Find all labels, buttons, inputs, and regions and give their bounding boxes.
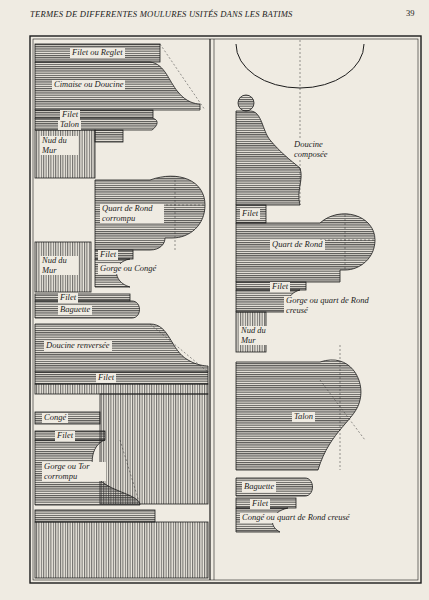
moulding-label: Filet [60, 110, 80, 120]
moulding-label: Doucine composée [292, 140, 340, 159]
moulding-label: Filet [250, 499, 270, 509]
plate-title: TERMES DE DIFFERENTES MOULURES USITÉS DA… [30, 9, 293, 19]
moulding-label: Filet [55, 431, 75, 441]
moulding-label: Cimaise ou Doucine [52, 80, 125, 90]
moulding-label: Nud du Mur [40, 136, 78, 155]
moulding-label: Filet [98, 250, 118, 260]
moulding-label: Quart de Rond [270, 240, 325, 250]
moulding-label: Baguette [242, 482, 276, 492]
moulding-label: Nud du Mur [40, 256, 78, 275]
moulding-label: Talon [292, 412, 315, 422]
moulding-label: Gorge ou quart de Rond creusé [284, 296, 378, 315]
page-number: 39 [404, 9, 417, 19]
moulding-label: Filet [96, 373, 116, 383]
moulding-label: Congé [42, 413, 68, 423]
moulding-label: Filet [270, 282, 290, 292]
moulding-label: Gorge ou Tor corrompu [42, 462, 106, 481]
moulding-label: Doucine renversée [44, 341, 112, 351]
moulding-label: Nud du Mur [239, 326, 269, 345]
moulding-label: Talon [58, 120, 81, 130]
moulding-label: Filet [58, 293, 78, 303]
moulding-label: Baguette [58, 305, 92, 315]
moulding-label: Quart de Rond corrompu [100, 204, 164, 223]
moulding-label: Gorge ou Congé [98, 264, 158, 274]
moulding-label: Filet [240, 209, 260, 219]
moulding-label: Filet ou Reglet [70, 48, 125, 58]
moulding-label: Congé ou quart de Rond creusé [240, 513, 354, 523]
